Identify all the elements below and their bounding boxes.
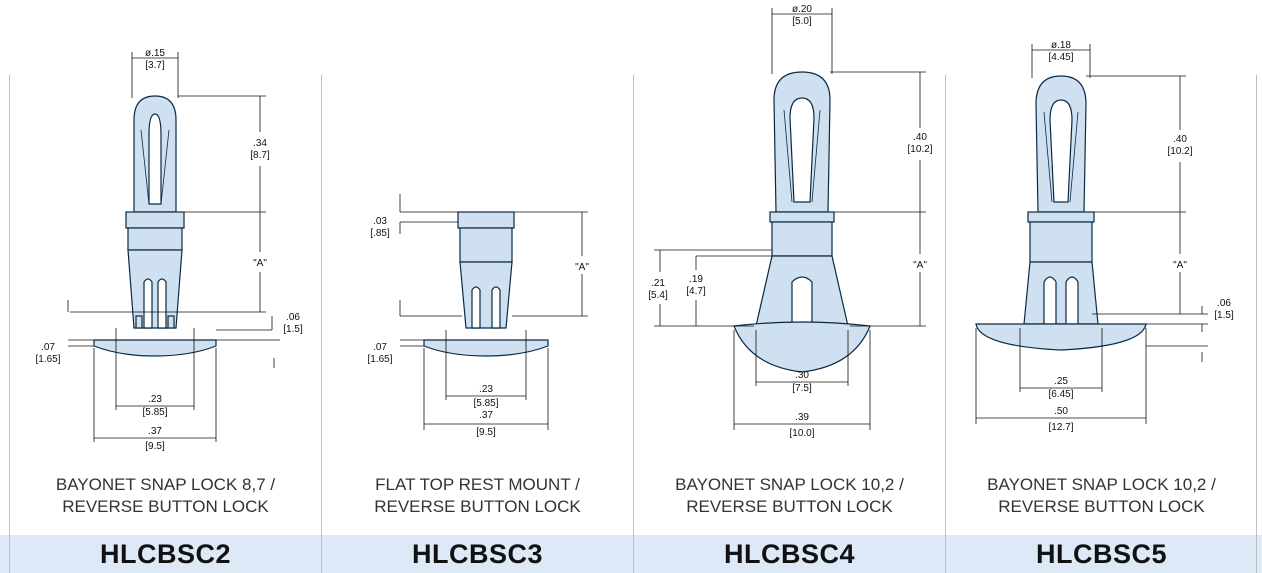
dim-base-h-mm: [1.65]	[367, 354, 392, 365]
dim-gap-in: .06	[1217, 298, 1231, 309]
dim-outer-h-in: .21	[651, 278, 665, 289]
dim-inner-w-in: .25	[1054, 376, 1068, 387]
dim-head-h-in: .40	[913, 132, 927, 143]
description-line-2: REVERSE BUTTON LOCK	[998, 497, 1205, 516]
dim-inner-w-mm: [5.85]	[473, 398, 498, 409]
dim-inner-w-in: .23	[479, 384, 493, 395]
dim-outer-w-in: .39	[795, 412, 809, 423]
dim-outer-h-mm: [5.4]	[648, 290, 668, 301]
dim-inner-w-in: .23	[148, 394, 162, 405]
product-description: FLAT TOP REST MOUNT / REVERSE BUTTON LOC…	[322, 474, 633, 518]
description-line-2: REVERSE BUTTON LOCK	[62, 497, 269, 516]
panel-divider	[321, 75, 322, 573]
panel-divider	[945, 75, 946, 573]
description-line-1: BAYONET SNAP LOCK 8,7 /	[55, 475, 276, 494]
dim-outer-w-mm: [9.5]	[476, 427, 496, 438]
panel-divider	[633, 75, 634, 573]
dim-base-h-in: .07	[373, 342, 387, 353]
panel-divider	[1256, 75, 1257, 573]
dim-top-dia-in: ø.20	[792, 4, 812, 15]
dim-inner-w-mm: [6.45]	[1048, 389, 1073, 400]
product-code: HLCBSC5	[1035, 539, 1167, 569]
dim-head-h-in: .34	[253, 138, 267, 149]
panel-divider	[9, 75, 10, 573]
description-line-1: BAYONET SNAP LOCK 10,2 /	[675, 475, 904, 494]
dim-gap-mm: [1.5]	[1214, 310, 1234, 321]
description-line-2: REVERSE BUTTON LOCK	[374, 497, 581, 516]
dim-inner-h-in: .19	[689, 274, 703, 285]
dim-outer-w-mm: [12.7]	[1048, 422, 1073, 433]
technical-drawing-hlcbsc2: ø.15 [3.7] .34 [8.7] "A" .06 [1.5] .07 […	[35, 48, 303, 452]
dim-gap-mm: [1.5]	[283, 324, 303, 335]
dim-a-label: "A"	[913, 260, 927, 271]
dim-a-label: "A"	[253, 258, 267, 269]
product-panel-hlcbsc3: .03 [.85] "A" .07 [1.65] .23 [5.85] .37 …	[322, 0, 633, 573]
dim-head-h-mm: [8.7]	[250, 150, 270, 161]
dim-outer-w-in: .37	[479, 410, 493, 421]
dim-base-h-in: .07	[41, 342, 55, 353]
dim-gap-in: .06	[286, 312, 300, 323]
product-code: HLCBSC3	[411, 539, 543, 569]
dim-inner-w-in: .30	[795, 370, 809, 381]
dim-top-dia-in: ø.15	[145, 48, 165, 59]
dim-top-dia-mm: [5.0]	[792, 16, 812, 27]
description-line-1: FLAT TOP REST MOUNT /	[375, 475, 580, 494]
technical-drawing-hlcbsc5: ø.18 [4.45] .40 [10.2] "A" .06 [1.5] .25…	[975, 40, 1234, 433]
dim-inner-h-mm: [4.7]	[686, 286, 706, 297]
dim-inner-w-mm: [5.85]	[142, 407, 167, 418]
dim-head-h-in: .40	[1173, 134, 1187, 145]
dim-top-dia-mm: [3.7]	[145, 60, 165, 71]
dim-a-label: "A"	[575, 262, 589, 273]
technical-drawing-hlcbsc4: ø.20 [5.0] .40 [10.2] "A" .21 [5.4] .19 …	[648, 4, 932, 439]
product-description: BAYONET SNAP LOCK 10,2 / REVERSE BUTTON …	[946, 474, 1257, 518]
product-code: HLCBSC2	[99, 539, 231, 569]
dim-outer-w-mm: [10.0]	[789, 428, 814, 439]
dim-outer-w-mm: [9.5]	[145, 441, 165, 452]
product-description: BAYONET SNAP LOCK 10,2 / REVERSE BUTTON …	[634, 474, 945, 518]
product-description: BAYONET SNAP LOCK 8,7 / REVERSE BUTTON L…	[10, 474, 321, 518]
dim-outer-w-in: .37	[148, 426, 162, 437]
dim-head-h-mm: [10.2]	[1167, 146, 1192, 157]
description-line-1: BAYONET SNAP LOCK 10,2 /	[987, 475, 1216, 494]
dim-top-h-in: .03	[373, 216, 387, 227]
technical-drawing-hlcbsc3: .03 [.85] "A" .07 [1.65] .23 [5.85] .37 …	[367, 194, 589, 438]
product-panel-hlcbsc2: ø.15 [3.7] .34 [8.7] "A" .06 [1.5] .07 […	[10, 0, 321, 573]
dim-top-dia-in: ø.18	[1051, 40, 1071, 51]
dim-outer-w-in: .50	[1054, 406, 1068, 417]
dim-top-dia-mm: [4.45]	[1048, 52, 1073, 63]
dim-a-label: "A"	[1173, 260, 1187, 271]
product-name-band	[0, 535, 1262, 573]
dim-head-h-mm: [10.2]	[907, 144, 932, 155]
product-panel-hlcbsc4: ø.20 [5.0] .40 [10.2] "A" .21 [5.4] .19 …	[634, 0, 945, 573]
product-panel-hlcbsc5: ø.18 [4.45] .40 [10.2] "A" .06 [1.5] .25…	[946, 0, 1257, 573]
dim-base-h-mm: [1.65]	[35, 354, 60, 365]
product-code: HLCBSC4	[723, 539, 855, 569]
description-line-2: REVERSE BUTTON LOCK	[686, 497, 893, 516]
dim-top-h-mm: [.85]	[370, 228, 390, 239]
dim-inner-w-mm: [7.5]	[792, 383, 812, 394]
